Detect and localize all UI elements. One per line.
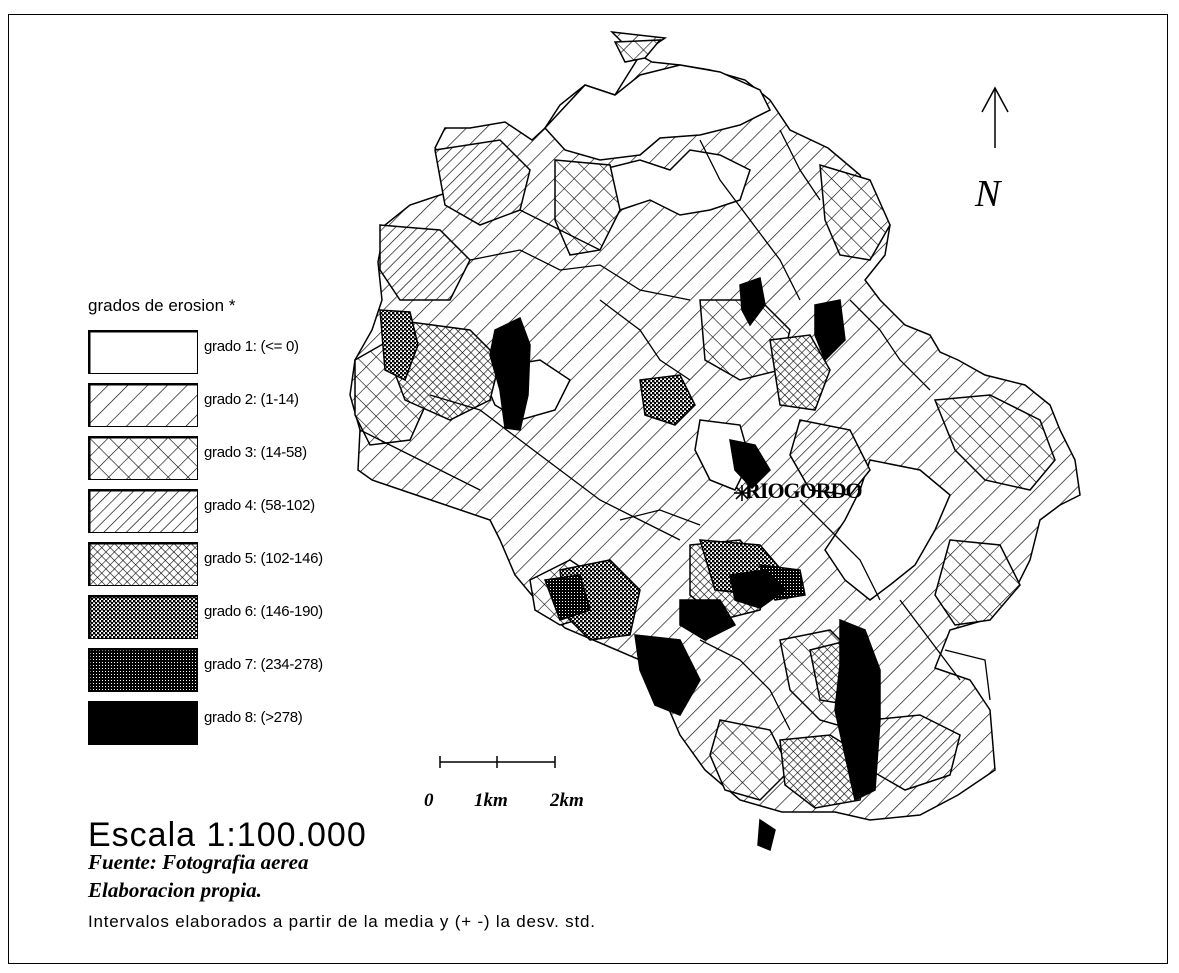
scale-tick-0: 0 [424,790,434,811]
map-region-g8 [489,316,531,431]
legend-label: grado 4: (58-102) [204,497,315,514]
legend-item: grado 6: (146-190) [88,595,388,639]
source-line-1: Fuente: Fotografia aerea [88,850,309,874]
town-label: RIOGORDO [745,478,863,503]
map-region-g1 [543,64,772,161]
map-region-g8 [634,634,701,716]
legend-label: grado 8: (>278) [204,709,303,726]
legend-label: grado 3: (14-58) [204,444,307,461]
legend-label: grado 6: (146-190) [204,603,323,620]
map-region-g4 [789,419,871,496]
legend-swatch [88,648,198,692]
legend-label: grado 5: (102-146) [204,550,323,567]
legend-item: grado 5: (102-146) [88,542,388,586]
map-region-g3 [613,39,662,63]
legend-item: grado 2: (1-14) [88,383,388,427]
map-frame [8,14,1168,964]
legend-item: grado 1: (<= 0) [88,330,388,374]
map-region-g3 [933,394,1056,491]
legend-swatch [88,595,198,639]
legend-title: grados de erosion * [88,296,236,315]
town-marker-icon [734,485,750,501]
map-region-g8 [757,818,776,852]
legend-swatch [88,701,198,745]
scale-bar [439,756,556,768]
map-region-g3 [819,163,891,261]
map-region-g4 [379,224,471,301]
map-region-g3 [934,539,1021,626]
scale-tick-2km: 2km [550,790,584,811]
source-line-2: Elaboracion propia. [88,878,262,902]
map-region-g5 [769,334,831,411]
map-region-g8 [834,618,881,802]
scale-tick-1km: 1km [474,790,508,811]
legend-item: grado 7: (234-278) [88,648,388,692]
north-label: N [975,173,1001,215]
scale-text: Escala 1:100.000 [88,816,367,854]
map-region-g8 [729,569,787,609]
map-region-g8 [729,439,771,490]
legend-label: grado 1: (<= 0) [204,338,299,355]
map-region-g1 [694,419,751,491]
legend-label: grado 2: (1-14) [204,391,299,408]
legend-swatch [88,383,198,427]
legend-item: grado 4: (58-102) [88,489,388,533]
map-region-g8 [814,299,846,362]
legend-label: grado 7: (234-278) [204,656,323,673]
map-region-g8 [739,277,766,327]
map-region-g1 [824,459,951,601]
footnote: Intervalos elaborados a partir de la med… [88,912,596,931]
map-region-g8 [679,599,737,641]
map-region-g6 [639,374,696,426]
legend-swatch [88,436,198,480]
legend-item: grado 8: (>278) [88,701,388,745]
legend-swatch [88,489,198,533]
legend-swatch [88,330,198,374]
parcel-boundaries [359,129,991,731]
legend-swatch [88,542,198,586]
map-region-g7 [543,574,591,621]
map-region-g6 [379,309,419,382]
map-region-g3 [709,719,791,801]
legend-item: grado 3: (14-58) [88,436,388,480]
north-arrow-icon [981,86,1009,148]
